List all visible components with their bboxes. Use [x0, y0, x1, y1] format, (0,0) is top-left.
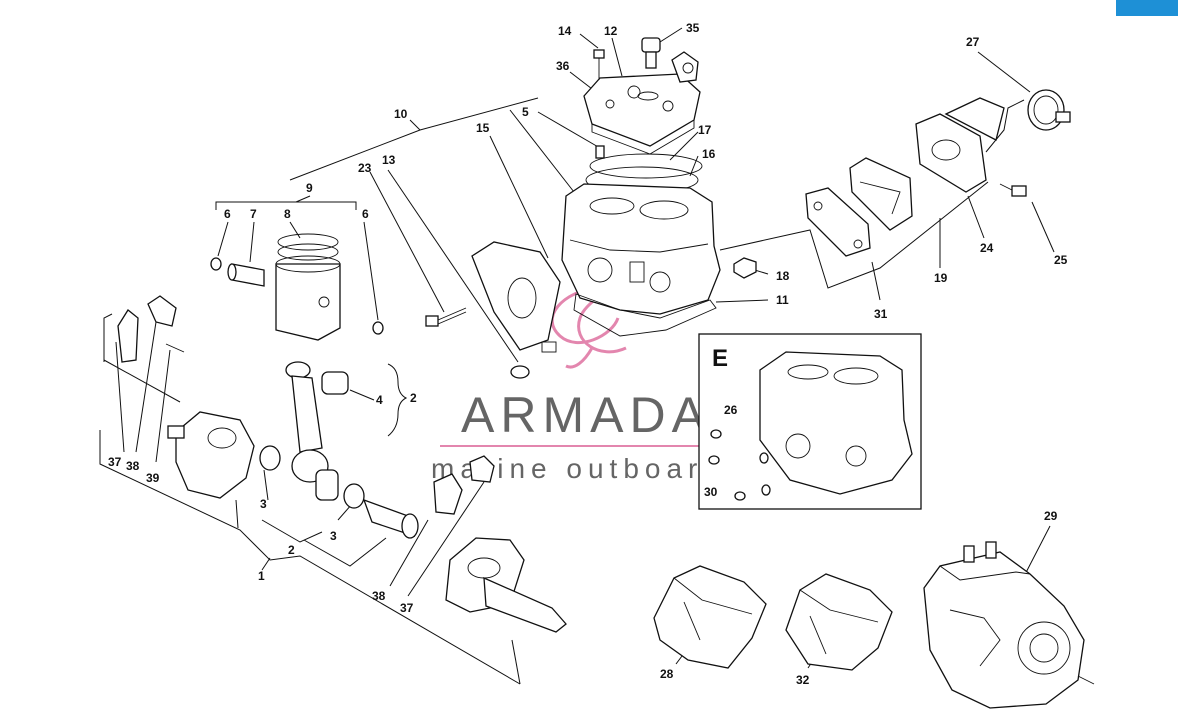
- callout-38-lower: 38: [372, 589, 386, 603]
- callout-10: 10: [394, 107, 408, 121]
- reed-valve-assembly: [805, 157, 913, 257]
- hose-clamp-27: [1027, 89, 1071, 131]
- engine-assembly-29: [923, 541, 1095, 709]
- callout-4: 4: [376, 393, 383, 407]
- head-bolt-14: [593, 49, 605, 80]
- needle-bearing-4: [321, 371, 349, 395]
- callout-labels: 14 12 35 36 10 5 15 17 16 13 23 9 6 7 8 …: [108, 21, 1068, 687]
- callout-29: 29: [1044, 509, 1058, 523]
- watermark-brand: ARMADA: [461, 387, 711, 443]
- stud-5: [595, 145, 605, 159]
- callout-9: 9: [306, 181, 313, 195]
- callout-11: 11: [776, 293, 789, 307]
- callout-2-upper: 2: [410, 391, 417, 405]
- callout-24: 24: [980, 241, 994, 255]
- callout-36: 36: [556, 59, 570, 73]
- piston-pin-7: [227, 263, 265, 287]
- exhaust-flange: [471, 241, 561, 353]
- inset-title: E: [712, 345, 728, 372]
- callout-3-left: 3: [260, 497, 267, 511]
- screw-25: [999, 183, 1027, 197]
- callout-18: 18: [776, 269, 790, 283]
- callout-13: 13: [382, 153, 396, 167]
- callout-2-lower: 2: [288, 543, 295, 557]
- base-gasket-11: [573, 293, 717, 337]
- circlip-6-right: [372, 321, 384, 335]
- callout-37-lower: 37: [400, 601, 414, 615]
- callout-28: 28: [660, 667, 674, 681]
- callout-32: 32: [796, 673, 810, 687]
- corner-tab: [1116, 0, 1178, 16]
- callout-14: 14: [558, 24, 572, 38]
- spark-plug-35: [641, 37, 699, 83]
- crank-half-left: [167, 411, 255, 499]
- o-ring-13: [510, 365, 530, 379]
- callout-3-right: 3: [330, 529, 337, 543]
- callout-23: 23: [358, 161, 372, 175]
- callout-15: 15: [476, 121, 490, 135]
- crank-half-right: [445, 537, 567, 633]
- cylinder-head: [583, 73, 701, 155]
- callout-1: 1: [258, 569, 265, 583]
- callout-8: 8: [284, 207, 291, 221]
- crank-bearing-2: [315, 469, 339, 501]
- cylinder-block: [561, 183, 721, 315]
- thrust-washers-3: [259, 445, 365, 509]
- intake-manifold-24: [915, 97, 1005, 193]
- bolt-23: [425, 307, 467, 327]
- crankpin: [362, 498, 419, 539]
- callout-25: 25: [1054, 253, 1068, 267]
- piston: [275, 233, 341, 341]
- callout-6-right: 6: [362, 207, 369, 221]
- callout-35: 35: [686, 21, 700, 35]
- callout-17: 17: [698, 123, 712, 137]
- callout-12: 12: [604, 24, 618, 38]
- gasket-kit-32: [785, 573, 893, 671]
- key-plate-37-38: [117, 295, 185, 363]
- inset-box: E: [698, 333, 922, 510]
- leader-lines: [99, 27, 1055, 685]
- circlip-6-left: [210, 257, 222, 271]
- callout-31: 31: [874, 307, 888, 321]
- callout-27: 27: [966, 35, 980, 49]
- nut-18: [733, 257, 757, 279]
- callout-5: 5: [522, 105, 529, 119]
- callout-38-left: 38: [126, 459, 140, 473]
- callout-16: 16: [702, 147, 716, 161]
- key-plate-lower: [433, 455, 495, 515]
- callout-30: 30: [704, 485, 718, 499]
- gasket-kit-28: [653, 565, 767, 669]
- callout-26: 26: [724, 403, 738, 417]
- callout-7: 7: [250, 207, 257, 221]
- callout-37-left: 37: [108, 455, 122, 469]
- callout-6-left: 6: [224, 207, 231, 221]
- callout-19: 19: [934, 271, 948, 285]
- callout-39: 39: [146, 471, 160, 485]
